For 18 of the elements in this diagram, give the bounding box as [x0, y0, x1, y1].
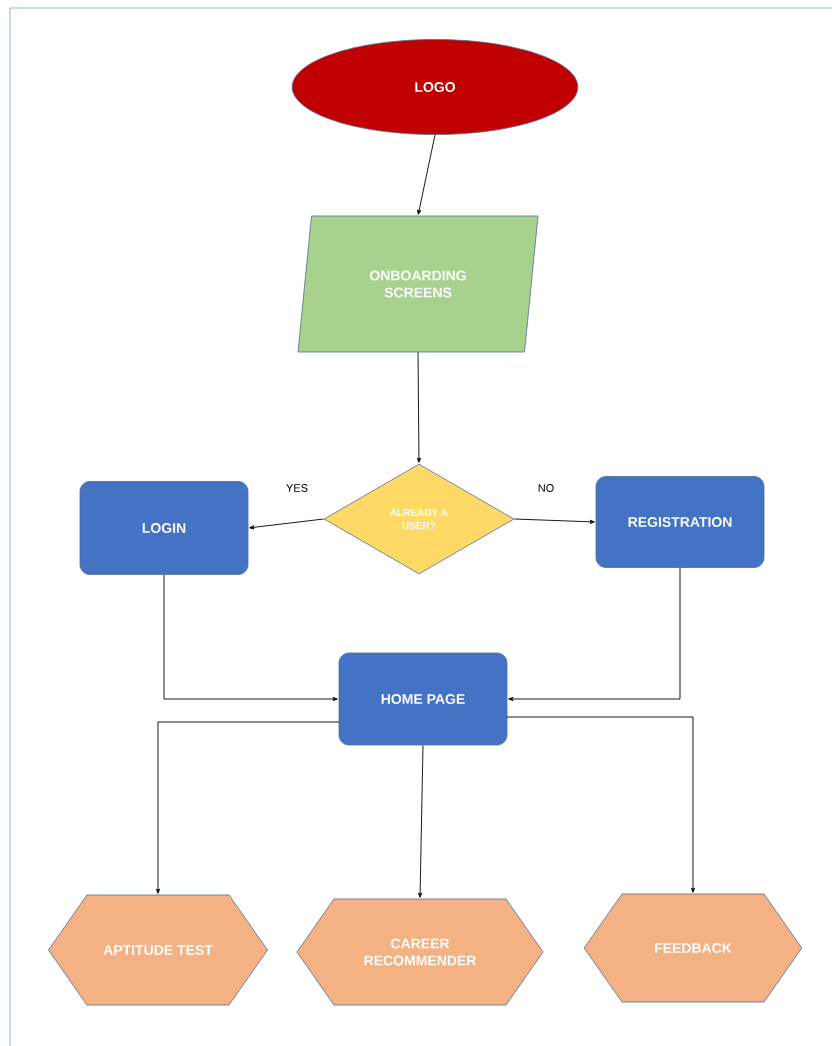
arrow: [506, 716, 696, 893]
hexagon-box: FEEDBACK: [583, 893, 803, 1003]
process-box: HOME PAGE: [338, 652, 508, 746]
parallelogram-box: ONBOARDING SCREENS: [297, 215, 539, 353]
arrow: [163, 574, 338, 702]
arrow: [513, 518, 595, 524]
edge-label: NO: [536, 483, 556, 493]
arrow: [417, 134, 436, 215]
arrow: [249, 518, 325, 530]
process-box: REGISTRATION: [595, 476, 765, 568]
hexagon-box: APTITUDE TEST: [48, 894, 268, 1006]
hexagon-box: CAREER RECOMMENDER: [296, 898, 544, 1006]
arrow: [155, 721, 340, 894]
arrow: [416, 351, 421, 463]
process-box: LOGIN: [79, 481, 249, 575]
arrow: [418, 744, 424, 898]
arrow: [508, 567, 681, 702]
edge-label: YES: [285, 483, 309, 493]
